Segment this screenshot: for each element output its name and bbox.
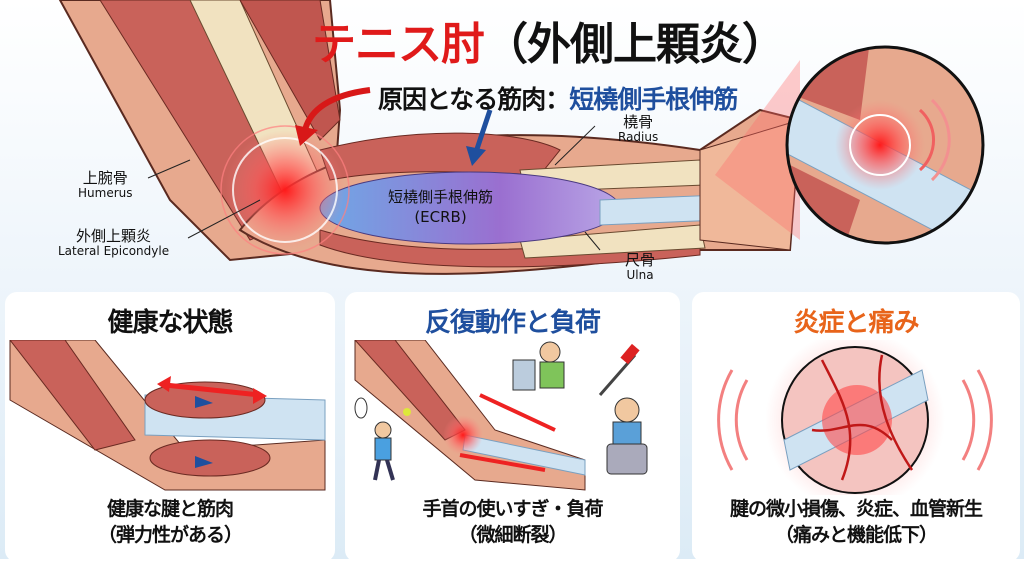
label-en: Radius	[618, 130, 659, 145]
caption-line: 健康な腱と筋肉	[106, 498, 234, 520]
tennis-player-icon	[354, 397, 411, 481]
caption-line: （痛みと機能低下）	[774, 523, 938, 546]
person-typing-icon	[512, 341, 565, 391]
panel-inflammation: 炎症と痛み 腱の微小損傷、炎症、血管新生 （痛みと機能低下）	[692, 292, 1020, 562]
label-en: Lateral Epicondyle	[58, 244, 170, 259]
caption-line: 腱の微小損傷、炎症、血管新生	[729, 498, 983, 520]
page-title: テニス肘（外側上顆炎）	[312, 8, 786, 72]
label-jp: 外側上顆炎	[76, 227, 152, 245]
subtitle-muscle: 短橈側手根伸筋	[569, 85, 738, 114]
label-en: Humerus	[78, 186, 133, 201]
pain-waves	[717, 369, 993, 471]
zoom-inset	[787, 47, 983, 243]
caption-line: （微細断裂）	[458, 523, 567, 546]
inflamed-tendon-illustration	[717, 340, 993, 495]
healthy-elbow-illustration	[9, 340, 326, 491]
title-paren: （外側上顆炎）	[484, 19, 786, 70]
panel-caption: 腱の微小損傷、炎症、血管新生 （痛みと機能低下）	[692, 497, 1020, 548]
blood-vessels	[811, 354, 914, 481]
label-jp: 短橈側手根伸筋	[388, 188, 494, 206]
label-jp: 尺骨	[625, 251, 656, 269]
person-lifting-pot-icon	[606, 397, 648, 475]
label-ecrb: 短橈側手根伸筋(ECRB)	[388, 188, 493, 227]
panel-overuse: 反復動作と負荷 手首の使いすぎ・負荷 （微細断裂）	[345, 292, 680, 562]
title-main: テニス肘	[312, 19, 485, 70]
panel-healthy: 健康な状態 健康な腱と筋肉 （弾力性がある）	[5, 292, 335, 562]
blue-arrow	[195, 396, 213, 408]
label-en: Ulna	[626, 268, 654, 283]
panel-caption: 健康な腱と筋肉 （弾力性がある）	[5, 497, 335, 548]
blue-arrow	[195, 456, 213, 468]
panel-title: 健康な状態	[107, 308, 233, 338]
red-arrow	[302, 87, 371, 131]
panel-title: 炎症と痛み	[793, 308, 919, 338]
pain-spot	[225, 130, 345, 250]
stretch-arrow	[164, 382, 261, 398]
label-jp: 上腕骨	[82, 169, 128, 187]
label-jp: 橈骨	[623, 113, 654, 131]
caption-line: （弾力性がある）	[97, 523, 243, 546]
panel-caption: 手首の使いすぎ・負荷 （微細断裂）	[345, 497, 680, 548]
screwdriver-icon	[598, 343, 640, 396]
overuse-illustration	[354, 340, 648, 491]
panel-title: 反復動作と負荷	[424, 308, 601, 338]
elbow-anatomy-illustration	[58, 0, 985, 275]
subtitle: 原因となる筋肉：短橈側手根伸筋	[378, 80, 738, 116]
caption-line: 手首の使いすぎ・負荷	[422, 498, 603, 520]
subtitle-prefix: 原因となる筋肉：	[378, 85, 570, 114]
label-en: (ECRB)	[414, 207, 467, 226]
